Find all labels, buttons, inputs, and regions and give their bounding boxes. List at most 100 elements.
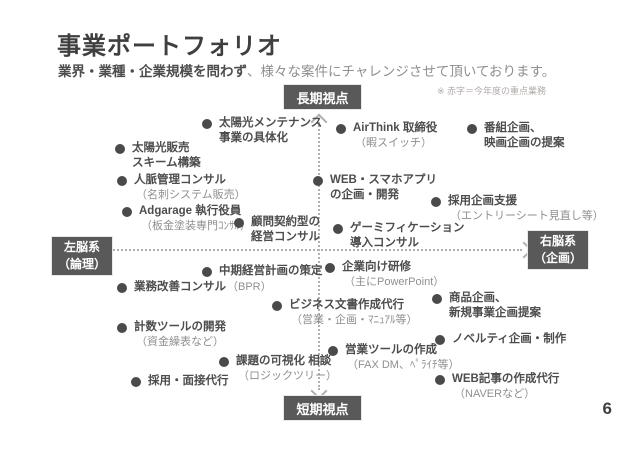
- portfolio-item-text: 事業の具体化: [219, 131, 288, 144]
- portfolio-item-label: 営業ツールの作成（FAX DM、ﾍﾟﾗｲﾁ等）: [345, 343, 459, 372]
- portfolio-item-text: WEB・スマホアプリ: [330, 174, 437, 186]
- portfolio-item: 計数ツールの開発 （資金繰表など）: [117, 320, 226, 349]
- axis-label-right-brain: 右脳系 （企画）: [528, 231, 588, 269]
- portfolio-item-text: AirThink 取締役: [353, 122, 438, 134]
- portfolio-item-text: 採用・面接代行: [148, 375, 229, 387]
- horizontal-axis-line: [110, 249, 522, 251]
- portfolio-item-text: 番組企画、: [484, 122, 542, 134]
- portfolio-item-label: 課題の可視化 相談 （ロジックツリー）: [236, 354, 337, 383]
- portfolio-item-text: 企業向け研修: [342, 261, 411, 273]
- portfolio-item: ビジネス文書作成代行 （営業・企画・ﾏﾆｭｱﾙ等）: [272, 298, 418, 327]
- portfolio-item-subtext: （資金繰表など）: [136, 335, 224, 348]
- portfolio-item-label: 採用・面接代行: [148, 374, 229, 389]
- portfolio-item: AirThink 取締役 （暇スイッチ）: [336, 121, 437, 150]
- portfolio-item-text: Adgarage 執行役員: [139, 205, 242, 217]
- legend-note: ※ 赤字＝今年度の重点業務: [437, 86, 547, 96]
- portfolio-item-subtext: （名刺システム販売）: [136, 188, 246, 201]
- bullet-icon: [467, 124, 477, 134]
- axis-label-long-term: 長期視点: [284, 85, 361, 109]
- bullet-icon: [117, 323, 127, 333]
- portfolio-item-label: Adgarage 執行役員 （板金塗装専門ｺﾝｻﾙ）: [139, 204, 251, 233]
- portfolio-item-text: 太陽光販売: [132, 142, 190, 154]
- axis-label-text: （企画）: [533, 251, 582, 265]
- portfolio-item-text: スキーム構築: [132, 156, 201, 169]
- bullet-icon: [432, 294, 442, 304]
- bullet-icon: [117, 176, 127, 186]
- bullet-icon: [131, 377, 141, 387]
- axis-label-short-term: 短期視点: [284, 396, 361, 420]
- portfolio-item-label: 顧問契約型の経営コンサル: [251, 215, 320, 245]
- portfolio-item-text: 計数ツールの開発: [134, 321, 226, 333]
- portfolio-item-text: 人脈管理コンサル: [134, 174, 226, 186]
- bullet-icon: [325, 263, 335, 273]
- portfolio-item-subtext: （営業・企画・ﾏﾆｭｱﾙ等）: [291, 313, 418, 326]
- portfolio-item-subtext: （BPR）: [227, 281, 272, 293]
- axis-label-text: 短期視点: [296, 401, 349, 417]
- bullet-icon: [435, 335, 445, 345]
- portfolio-item-label: 番組企画、映画企画の提案: [484, 121, 565, 151]
- bullet-icon: [272, 301, 282, 311]
- bullet-icon: [219, 357, 229, 367]
- portfolio-item-text: WEB記事の作成代行: [452, 373, 560, 385]
- portfolio-item: 課題の可視化 相談 （ロジックツリー）: [219, 354, 337, 383]
- portfolio-item: 顧問契約型の経営コンサル: [234, 215, 320, 245]
- portfolio-item-subtext: （暇スイッチ）: [355, 136, 432, 149]
- portfolio-item: 採用・面接代行: [131, 374, 229, 389]
- portfolio-item-text: 中期経営計画の策定: [219, 265, 323, 277]
- bullet-icon: [435, 375, 445, 385]
- subtitle: 業界・業種・企業規模を問わず、様々な案件にチャレンジさせて頂いております。: [58, 60, 555, 80]
- portfolio-item-text: ビジネス文書作成代行: [289, 299, 404, 311]
- bullet-icon: [115, 144, 125, 154]
- portfolio-item-text: 採用企画支援: [448, 195, 517, 207]
- portfolio-item: ゲーミフィケーション導入コンサル: [333, 221, 465, 251]
- portfolio-item-subtext: （板金塗装専門ｺﾝｻﾙ）: [141, 219, 251, 232]
- portfolio-item-label: AirThink 取締役 （暇スイッチ）: [353, 121, 437, 150]
- portfolio-item: 企業向け研修 （主にPowerPoint）: [325, 260, 444, 289]
- portfolio-item: 中期経営計画の策定: [202, 264, 323, 279]
- bullet-icon: [202, 267, 212, 277]
- portfolio-item: 太陽光販売スキーム構築: [115, 141, 201, 171]
- portfolio-item-text: 新規事業企画提案: [449, 306, 541, 319]
- portfolio-item-text: 業務改善コンサル（BPR）: [134, 281, 272, 293]
- portfolio-item-text: 映画企画の提案: [484, 136, 565, 149]
- portfolio-item: WEB・スマホアプリの企画・開発: [313, 173, 437, 203]
- bullet-icon: [122, 207, 132, 217]
- bullet-icon: [328, 346, 338, 356]
- portfolio-item-label: ノベルティ企画・制作: [452, 332, 566, 347]
- portfolio-item-label: ゲーミフィケーション導入コンサル: [350, 221, 465, 251]
- portfolio-item-subtext: （エントリーシート見直し等）: [450, 209, 604, 222]
- portfolio-item: 業務改善コンサル（BPR）: [117, 280, 272, 295]
- portfolio-item-text: 導入コンサル: [350, 236, 419, 249]
- portfolio-item-text: 顧問契約型の: [251, 216, 320, 228]
- portfolio-item-label: WEB・スマホアプリの企画・開発: [330, 173, 437, 203]
- portfolio-item-text: ゲーミフィケーション: [350, 222, 465, 234]
- portfolio-item-subtext: （主にPowerPoint）: [344, 275, 445, 288]
- page-title: 事業ポートフォリオ: [57, 33, 282, 60]
- portfolio-item-subtext: （FAX DM、ﾍﾟﾗｲﾁ等）: [347, 358, 460, 371]
- portfolio-item-label: 太陽光メンテナンス事業の具体化: [219, 116, 322, 146]
- portfolio-item-text: 商品企画、: [449, 292, 507, 304]
- axis-label-text: （論理）: [57, 257, 106, 271]
- bullet-icon: [431, 197, 441, 207]
- portfolio-item: 太陽光メンテナンス事業の具体化: [202, 116, 322, 146]
- bullet-icon: [313, 176, 323, 186]
- portfolio-item-label: 採用企画支援 （エントリーシート見直し等）: [448, 194, 604, 223]
- portfolio-item-label: 業務改善コンサル（BPR）: [134, 280, 272, 295]
- portfolio-item-label: 計数ツールの開発 （資金繰表など）: [134, 320, 226, 349]
- portfolio-item-subtext: （NAVERなど）: [454, 387, 536, 400]
- portfolio-item-text: 経営コンサル: [251, 230, 320, 243]
- portfolio-item-subtext: （ロジックツリー）: [238, 369, 337, 382]
- bullet-icon: [333, 224, 343, 234]
- portfolio-item-label: 中期経営計画の策定: [219, 264, 323, 279]
- portfolio-item-text: ノベルティ企画・制作: [452, 333, 567, 345]
- portfolio-item-label: ビジネス文書作成代行 （営業・企画・ﾏﾆｭｱﾙ等）: [289, 298, 418, 327]
- bullet-icon: [336, 124, 346, 134]
- portfolio-item: 番組企画、映画企画の提案: [467, 121, 565, 151]
- portfolio-item: 営業ツールの作成（FAX DM、ﾍﾟﾗｲﾁ等）: [328, 343, 459, 372]
- portfolio-item-label: 商品企画、新規事業企画提案: [449, 291, 541, 321]
- portfolio-item: 採用企画支援 （エントリーシート見直し等）: [431, 194, 604, 223]
- bullet-icon: [234, 218, 244, 228]
- portfolio-item-label: 企業向け研修 （主にPowerPoint）: [342, 260, 444, 289]
- portfolio-item-text: 課題の可視化 相談: [236, 355, 332, 367]
- page-number: 6: [602, 399, 612, 418]
